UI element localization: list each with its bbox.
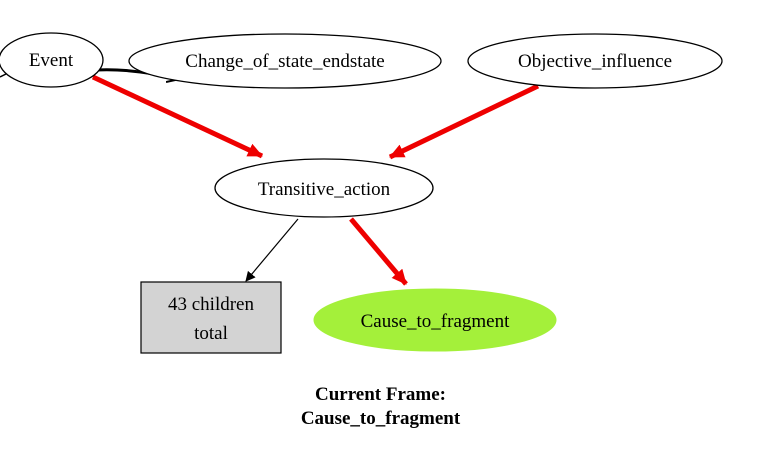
node-cause-to-fragment[interactable]: Cause_to_fragment <box>313 288 557 352</box>
edge-transitive-action-cause-to-fragment <box>349 217 408 286</box>
edge-transitive-action-children <box>245 218 299 282</box>
edge-event-transitive-action <box>91 74 264 159</box>
node-change-of-state-endstate-label: Change_of_state_endstate <box>185 51 384 72</box>
node-cause-to-fragment-label: Cause_to_fragment <box>361 311 511 332</box>
edge-objective-influence-transitive-action <box>388 83 540 160</box>
caption-frame-name: Cause_to_fragment <box>300 408 461 429</box>
node-transitive-action-label: Transitive_action <box>258 179 391 200</box>
node-children-line2: total <box>194 323 228 344</box>
frame-graph: Event Change_of_state_endstate Objective… <box>0 32 723 354</box>
node-transitive-action[interactable]: Transitive_action <box>214 158 434 218</box>
node-event-label: Event <box>29 50 74 71</box>
current-frame-caption: Current Frame: Cause_to_fragment <box>0 383 761 431</box>
node-objective-influence-label: Objective_influence <box>518 51 672 72</box>
node-children-total[interactable]: 43 children total <box>140 281 282 354</box>
node-event[interactable]: Event <box>0 32 104 88</box>
edge-incoming-event <box>0 73 7 78</box>
node-objective-influence[interactable]: Objective_influence <box>467 33 723 89</box>
node-children-line1: 43 children <box>168 294 255 315</box>
caption-heading: Current Frame: <box>314 384 446 405</box>
node-change-of-state-endstate[interactable]: Change_of_state_endstate <box>128 33 442 89</box>
